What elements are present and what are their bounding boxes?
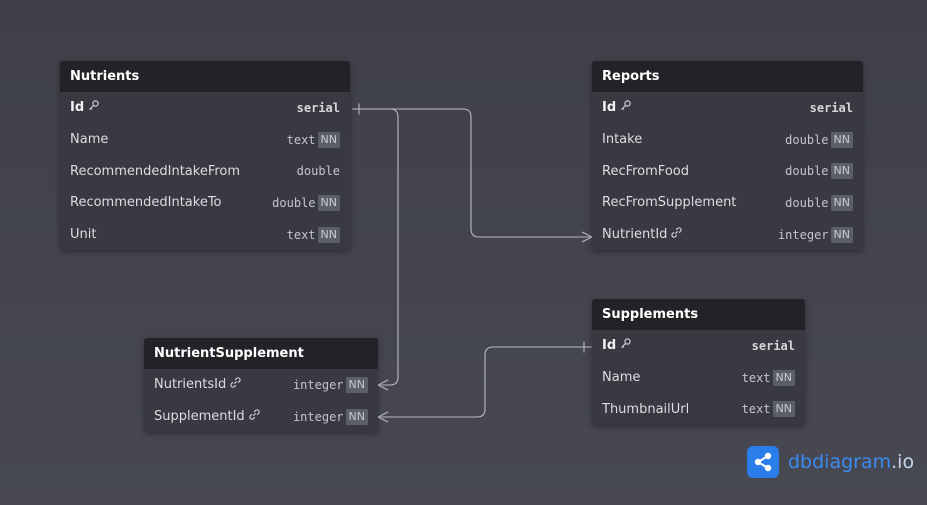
- field-type: serial: [296, 100, 340, 115]
- field-type: double: [785, 164, 829, 179]
- link-icon: [249, 409, 260, 424]
- not-null-badge: NN: [345, 376, 368, 393]
- link-icon: [671, 227, 683, 242]
- field-row[interactable]: Id serial: [60, 92, 350, 124]
- field-type: double: [785, 132, 829, 147]
- logo-brand: dbdiagram: [788, 451, 892, 473]
- field-name: Id: [602, 338, 617, 354]
- field-type: text: [741, 370, 771, 385]
- field-name: NutrientId: [602, 227, 668, 243]
- field-name: ThumbnailUrl: [602, 401, 690, 417]
- relation-nutrients-reports: [352, 108, 592, 238]
- key-icon: [620, 338, 631, 353]
- table-title[interactable]: Reports: [592, 61, 863, 92]
- not-null-badge: NN: [772, 369, 795, 386]
- field-type: double: [296, 164, 340, 179]
- field-type: serial: [751, 338, 795, 353]
- not-null-badge: NN: [345, 408, 368, 425]
- not-null-badge: NN: [830, 226, 853, 243]
- field-name: SupplementId: [154, 409, 245, 425]
- field-name: Id: [602, 100, 617, 116]
- field-row[interactable]: RecommendedIntakeFrom double: [60, 155, 350, 187]
- many-marker: [377, 411, 389, 423]
- many-marker: [377, 379, 389, 391]
- many-marker: [581, 231, 593, 243]
- field-type: text: [286, 132, 316, 147]
- field-name: Intake: [602, 132, 643, 148]
- logo-domain: .io: [891, 451, 915, 473]
- not-null-badge: NN: [830, 163, 853, 180]
- field-name: RecommendedIntakeTo: [70, 195, 222, 211]
- field-name: RecommendedIntakeFrom: [70, 163, 241, 179]
- table-title[interactable]: Supplements: [592, 299, 805, 330]
- not-null-badge: NN: [317, 194, 340, 211]
- dbdiagram-logo[interactable]: dbdiagram.io: [747, 446, 914, 478]
- field-name: NutrientsId: [154, 377, 227, 393]
- field-name: Unit: [70, 227, 97, 243]
- not-null-badge: NN: [830, 131, 853, 148]
- relation-nutrients-nutrientsupplement: [352, 108, 399, 386]
- logo-text: dbdiagram.io: [788, 451, 914, 473]
- field-name: Id: [70, 100, 85, 116]
- field-type: integer: [292, 409, 344, 424]
- not-null-badge: NN: [830, 194, 853, 211]
- key-icon: [620, 100, 631, 115]
- field-type: text: [286, 227, 316, 242]
- key-icon: [88, 100, 99, 115]
- field-name: RecFromSupplement: [602, 195, 737, 211]
- field-name: Name: [70, 132, 109, 148]
- field-type: integer: [777, 227, 829, 242]
- not-null-badge: NN: [317, 226, 340, 243]
- share-icon: [747, 446, 779, 478]
- field-name: RecFromFood: [602, 163, 689, 179]
- field-name: Name: [602, 370, 641, 386]
- field-row[interactable]: Id serial: [592, 92, 863, 124]
- field-row[interactable]: Id serial: [592, 330, 805, 362]
- field-type: serial: [809, 100, 853, 115]
- field-type: integer: [292, 377, 344, 392]
- field-type: double: [785, 195, 829, 210]
- link-icon: [230, 377, 241, 392]
- table-title[interactable]: Nutrients: [60, 61, 350, 92]
- field-type: text: [741, 402, 771, 417]
- not-null-badge: NN: [772, 401, 795, 418]
- table-title[interactable]: NutrientSupplement: [144, 338, 378, 369]
- field-type: double: [272, 195, 316, 210]
- relation-supplements-nutrientsupplement: [378, 346, 592, 418]
- not-null-badge: NN: [317, 131, 340, 148]
